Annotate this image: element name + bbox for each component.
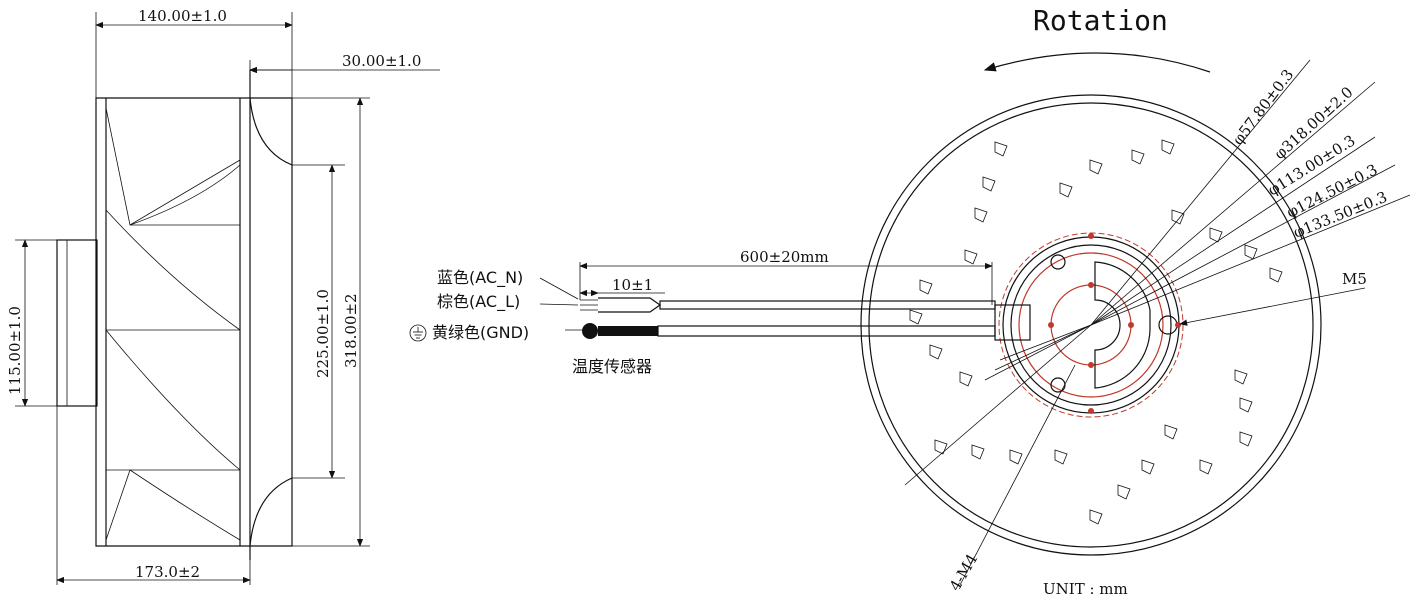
thread-4-m4: 4-M4 [946, 551, 981, 594]
dim-width-total: 140.00±1.0 [138, 7, 227, 25]
cable-length: 600±20mm [740, 248, 829, 266]
unit-label: UNIT : mm [1043, 580, 1128, 598]
cable-assembly: 600±20mm 10±1 蓝色(AC_N) 棕色(AC_L) 黄绿色(GND)… [409, 248, 996, 376]
dim-inner: 225.00±1.0 [314, 289, 332, 378]
rotation-arrow-icon [983, 52, 1211, 73]
sensor-label: 温度传感器 [572, 357, 652, 376]
side-view: 140.00±1.0 30.00±1.0 115.00±1.0 225.00±1… [6, 7, 440, 585]
dim-outer: 318.00±2 [342, 293, 360, 368]
cable-strip: 10±1 [612, 276, 653, 294]
dim-width-small: 30.00±1.0 [342, 52, 421, 70]
dim-bottom: 173.0±2 [135, 563, 200, 581]
ground-icon [409, 324, 427, 342]
wire-label-ground: 黄绿色(GND) [432, 323, 529, 342]
thread-m5: M5 [1342, 270, 1367, 288]
dim-height-small: 115.00±1.0 [6, 306, 24, 395]
wire-label-neutral: 蓝色(AC_N) [437, 268, 523, 288]
fan-cutouts [909, 139, 1283, 525]
rotation-title: Rotation [1033, 4, 1168, 37]
wire-label-live: 棕色(AC_L) [437, 292, 520, 312]
